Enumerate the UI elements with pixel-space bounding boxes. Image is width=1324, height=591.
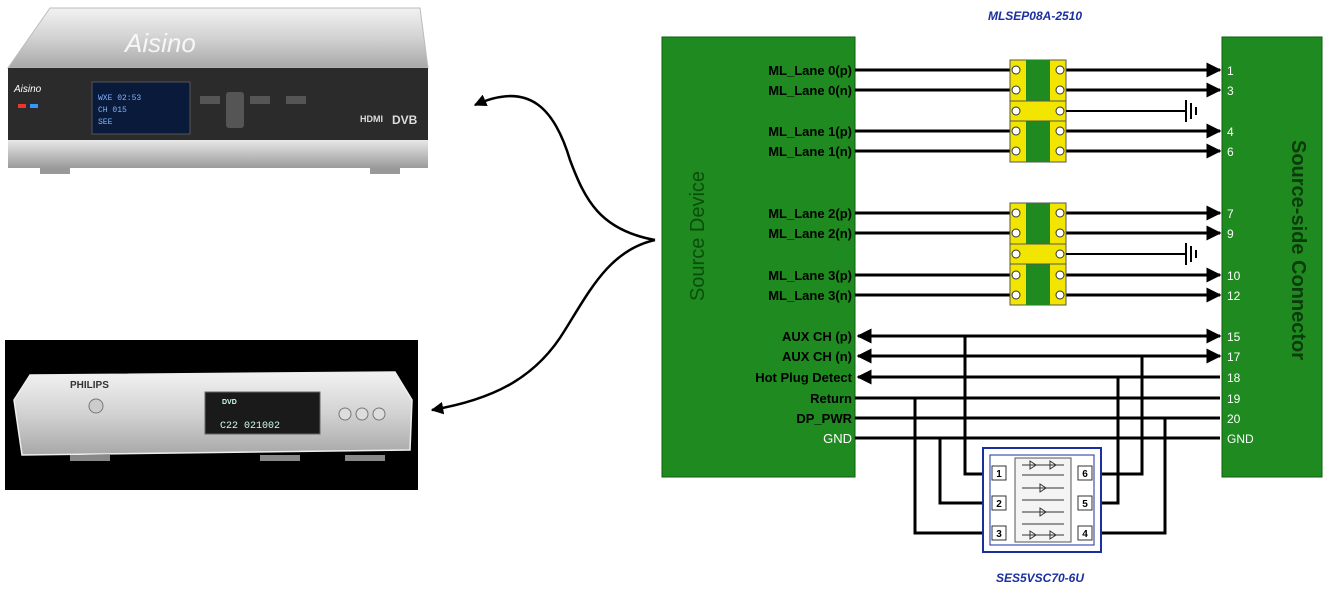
pin-number: 19	[1227, 392, 1241, 406]
esd-array-lower	[1009, 202, 1067, 306]
set-top-box-image: Aisino Aisino WXE 02:53 CH 015 SEE HDMI …	[7, 7, 429, 174]
bottom-disc-badge: DVD	[222, 399, 237, 406]
pin-number: 10	[1227, 269, 1241, 283]
pin-number: 1	[1227, 64, 1234, 78]
top-dvb-badge: DVB	[392, 113, 418, 127]
lane-labels: ML_Lane 0(p) ML_Lane 0(n) ML_Lane 1(p) M…	[768, 63, 852, 303]
top-display-line-2: CH 015	[98, 106, 127, 115]
source-device-block	[661, 36, 856, 478]
aux-labels: AUX CH (p) AUX CH (n) Hot Plug Detect Re…	[755, 329, 852, 446]
ic-pin-3: 3	[996, 529, 1002, 540]
bottom-display-readout: C22 021002	[220, 421, 280, 432]
ground-symbol-upper	[1066, 100, 1197, 122]
aux-label: DP_PWR	[796, 411, 852, 426]
esd-array-upper	[1009, 59, 1067, 163]
ic-pin-4: 4	[1082, 529, 1088, 540]
tvs-diode-array-ic: 1 2 3 4 5 6	[982, 447, 1102, 553]
dvd-player-image: PHILIPS C22 021002 DVD	[5, 340, 418, 490]
aux-label: GND	[823, 431, 852, 446]
connector-pin-numbers: 1 3 4 6 7 9 10 12 15 17 18 19 20 GND	[1227, 64, 1254, 446]
ic-pin-6: 6	[1082, 469, 1088, 480]
lane-label: ML_Lane 2(p)	[768, 206, 852, 221]
aux-label: Hot Plug Detect	[755, 370, 852, 385]
top-display-line-1: WXE 02:53	[98, 94, 141, 103]
lane-label: ML_Lane 0(n)	[768, 83, 852, 98]
arrow-to-top-device	[473, 94, 656, 242]
lane-label: ML_Lane 2(n)	[768, 226, 852, 241]
bottom-device-logo: PHILIPS	[70, 380, 109, 391]
pin-number: 4	[1227, 125, 1234, 139]
connector-title: Source-side Connector	[1287, 140, 1309, 360]
arrow-to-bottom-device	[430, 238, 656, 415]
top-device-logo: Aisino	[123, 28, 196, 58]
pin-number: 20	[1227, 412, 1241, 426]
tvs-array-wiring	[913, 336, 1167, 535]
aux-label: AUX CH (p)	[782, 329, 852, 344]
ic-pin-1: 1	[996, 469, 1002, 480]
ic-pin-5: 5	[1082, 499, 1088, 510]
pin-number: 15	[1227, 330, 1241, 344]
tvs-array-part-number: SES5VSC70-6U	[996, 571, 1084, 585]
lane-label: ML_Lane 3(p)	[768, 268, 852, 283]
pin-number: 6	[1227, 145, 1234, 159]
pin-number: 12	[1227, 289, 1241, 303]
pin-number: 7	[1227, 207, 1234, 221]
top-device-front-logo: Aisino	[13, 84, 42, 95]
source-device-title: Source Device	[687, 171, 709, 301]
connector-block	[1221, 36, 1323, 478]
ic-pin-2: 2	[996, 499, 1002, 510]
pin-number: 9	[1227, 227, 1234, 241]
pin-number: 17	[1227, 350, 1241, 364]
top-hdmi-badge: HDMI	[360, 114, 383, 124]
pin-number: 3	[1227, 84, 1234, 98]
lane-label: ML_Lane 3(n)	[768, 288, 852, 303]
lane-label: ML_Lane 1(n)	[768, 144, 852, 159]
pin-number: GND	[1227, 432, 1254, 446]
lane-label: ML_Lane 0(p)	[768, 63, 852, 78]
pin-number: 18	[1227, 371, 1241, 385]
ground-symbol-lower	[1066, 243, 1197, 265]
esd-array-part-number: MLSEP08A-2510	[988, 9, 1082, 23]
lane-label: ML_Lane 1(p)	[768, 124, 852, 139]
aux-label: AUX CH (n)	[782, 349, 852, 364]
aux-label: Return	[810, 391, 852, 406]
top-display-line-3: SEE	[98, 118, 113, 127]
